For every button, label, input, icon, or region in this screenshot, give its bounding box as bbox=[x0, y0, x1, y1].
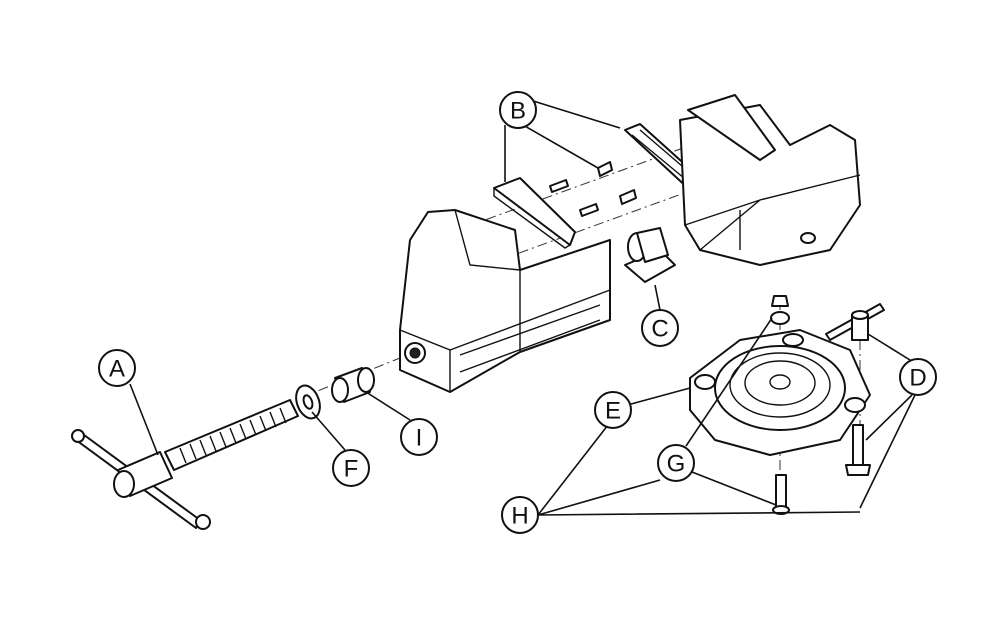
label-d: D bbox=[899, 358, 937, 396]
label-g: G bbox=[657, 444, 695, 482]
bushing-part-i bbox=[331, 367, 375, 403]
screw-handle-part-a bbox=[71, 399, 299, 530]
bolt-part-g bbox=[772, 474, 790, 515]
label-g-text: G bbox=[667, 451, 686, 478]
lock-handle-part-d bbox=[825, 303, 885, 476]
label-h: H bbox=[501, 496, 539, 534]
label-c-text: C bbox=[651, 316, 668, 343]
jaw-screws-part-b bbox=[549, 161, 637, 217]
sliding-jaw-body bbox=[399, 209, 611, 393]
nut-part-c bbox=[624, 227, 676, 283]
jaw-plate-part-b bbox=[493, 123, 701, 249]
label-e-text: E bbox=[605, 398, 621, 425]
nut-washer-part-g bbox=[770, 295, 790, 325]
label-d-text: D bbox=[909, 365, 926, 392]
label-e: E bbox=[594, 391, 632, 429]
label-i-text: I bbox=[416, 425, 423, 452]
label-b-text: B bbox=[510, 98, 526, 125]
fixed-jaw-body bbox=[679, 94, 861, 266]
washer-part-f bbox=[295, 384, 321, 420]
leader-lines bbox=[129, 99, 916, 516]
label-f-text: F bbox=[344, 456, 359, 483]
label-b: B bbox=[499, 91, 537, 129]
label-a-text: A bbox=[109, 356, 125, 383]
label-c: C bbox=[641, 309, 679, 347]
label-f: F bbox=[332, 449, 370, 487]
label-h-text: H bbox=[511, 503, 528, 530]
label-i: I bbox=[400, 418, 438, 456]
swivel-base-part-e bbox=[689, 329, 871, 456]
label-a: A bbox=[98, 349, 136, 387]
